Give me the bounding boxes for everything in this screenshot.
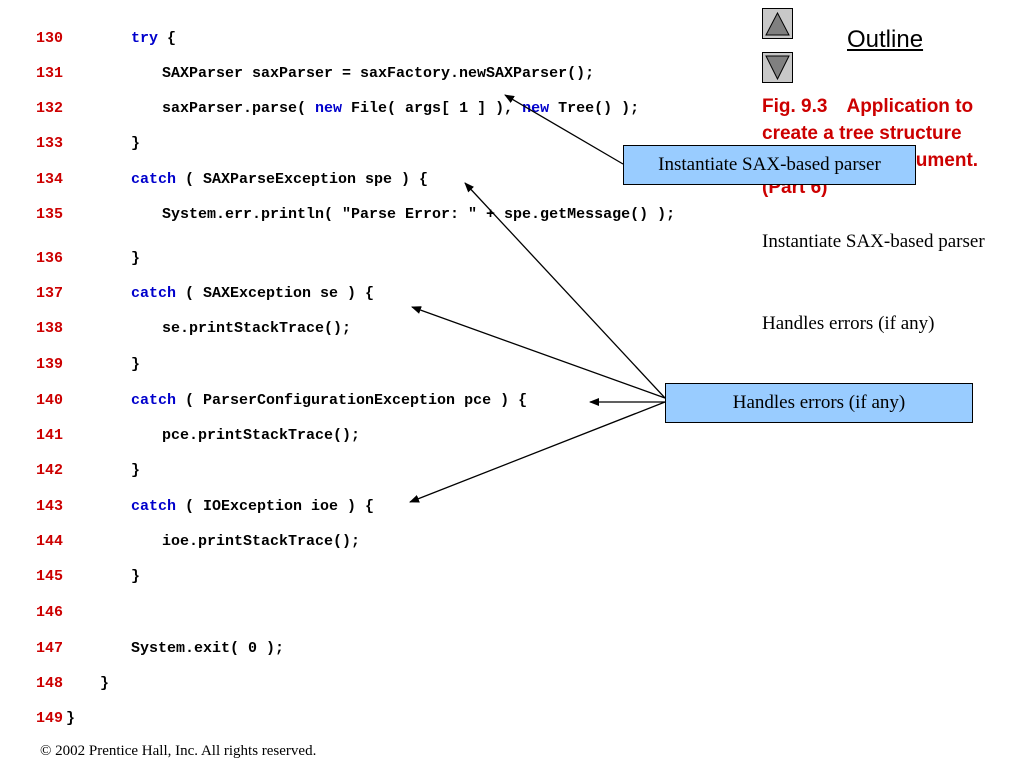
code-text: pce.printStackTrace(); [162, 427, 360, 444]
code-token: } [131, 356, 141, 373]
code-keyword: catch [131, 392, 177, 409]
code-text: } [131, 250, 140, 267]
line-number: 141 [36, 427, 64, 444]
code-text: catch ( IOException ioe ) { [131, 498, 374, 515]
code-token: } [131, 135, 141, 152]
code-text: System.err.println( "Parse Error: " + sp… [162, 206, 675, 223]
triangle-down-icon [765, 55, 790, 81]
code-text: } [131, 356, 140, 373]
code-keyword: new [522, 100, 550, 117]
code-text: ioe.printStackTrace(); [162, 533, 360, 550]
code-token: se.printStackTrace(); [162, 320, 352, 337]
code-token: } [100, 675, 110, 692]
side-note-errors: Handles errors (if any) [762, 313, 935, 334]
code-token: } [66, 710, 76, 727]
code-keyword: new [315, 100, 343, 117]
code-text: catch ( SAXParseException spe ) { [131, 171, 428, 188]
code-token: } [131, 568, 141, 585]
copyright-notice: © 2002 Prentice Hall, Inc. All rights re… [40, 743, 317, 759]
line-number: 137 [36, 285, 64, 302]
code-token: ioe.printStackTrace(); [162, 533, 361, 550]
code-token: Tree() ); [549, 100, 640, 117]
arrow-to-new-sax-parser [504, 94, 624, 165]
code-token: ( ParserConfigurationException pce ) { [176, 392, 528, 409]
line-number: 140 [36, 392, 64, 409]
code-text: catch ( ParserConfigurationException pce… [131, 392, 527, 409]
line-number: 146 [36, 604, 64, 621]
code-token: ( IOException ioe ) { [176, 498, 375, 515]
callout-instantiate-parser: Instantiate SAX-based parser [623, 145, 916, 185]
line-number: 149 [36, 710, 64, 727]
code-keyword: catch [131, 171, 177, 188]
line-number: 147 [36, 640, 64, 657]
code-token: } [131, 462, 141, 479]
line-number: 143 [36, 498, 64, 515]
line-number: 139 [36, 356, 64, 373]
line-number: 148 [36, 675, 64, 692]
line-number: 132 [36, 100, 64, 117]
code-keyword: catch [131, 285, 177, 302]
side-note-parser: Instantiate SAX-based parser [762, 231, 985, 252]
arrow-to-ioexception [409, 401, 666, 503]
code-token: System.exit( 0 ); [131, 640, 285, 657]
line-number: 135 [36, 206, 64, 223]
code-text: } [131, 568, 140, 585]
code-token: ( SAXParseException spe ) { [176, 171, 429, 188]
code-text: try { [131, 30, 176, 47]
code-text: System.exit( 0 ); [131, 640, 284, 657]
code-token: File( args[ 1 ] ), [342, 100, 523, 117]
code-text: catch ( SAXException se ) { [131, 285, 374, 302]
line-number: 130 [36, 30, 64, 47]
code-text: } [66, 710, 75, 727]
code-text: SAXParser saxParser = saxFactory.newSAXP… [162, 65, 594, 82]
code-text: } [131, 462, 140, 479]
line-number: 134 [36, 171, 64, 188]
outline-down-button[interactable] [762, 52, 793, 83]
code-token: { [158, 30, 177, 47]
code-token: saxParser.parse( [162, 100, 316, 117]
code-keyword: try [131, 30, 159, 47]
triangle-up-icon [765, 11, 790, 36]
callout-handles-errors: Handles errors (if any) [665, 383, 973, 423]
line-number: 142 [36, 462, 64, 479]
code-text: } [131, 135, 140, 152]
code-text: se.printStackTrace(); [162, 320, 351, 337]
arrow-to-saxparseexception [464, 182, 666, 399]
outline-up-button[interactable] [762, 8, 793, 39]
code-keyword: catch [131, 498, 177, 515]
line-number: 133 [36, 135, 64, 152]
code-token: pce.printStackTrace(); [162, 427, 361, 444]
line-number: 131 [36, 65, 64, 82]
code-token: SAXParser saxParser = saxFactory.newSAXP… [162, 65, 595, 82]
line-number: 136 [36, 250, 64, 267]
line-number: 138 [36, 320, 64, 337]
code-token: ( SAXException se ) { [176, 285, 375, 302]
code-token: System.err.println( "Parse Error: " + sp… [162, 206, 676, 223]
arrow-to-saxexception [411, 306, 666, 399]
code-token: } [131, 250, 141, 267]
line-number: 145 [36, 568, 64, 585]
outline-link[interactable]: Outline [847, 26, 924, 53]
line-number: 144 [36, 533, 64, 550]
code-text: saxParser.parse( new File( args[ 1 ] ), … [162, 100, 639, 117]
code-text: } [100, 675, 109, 692]
